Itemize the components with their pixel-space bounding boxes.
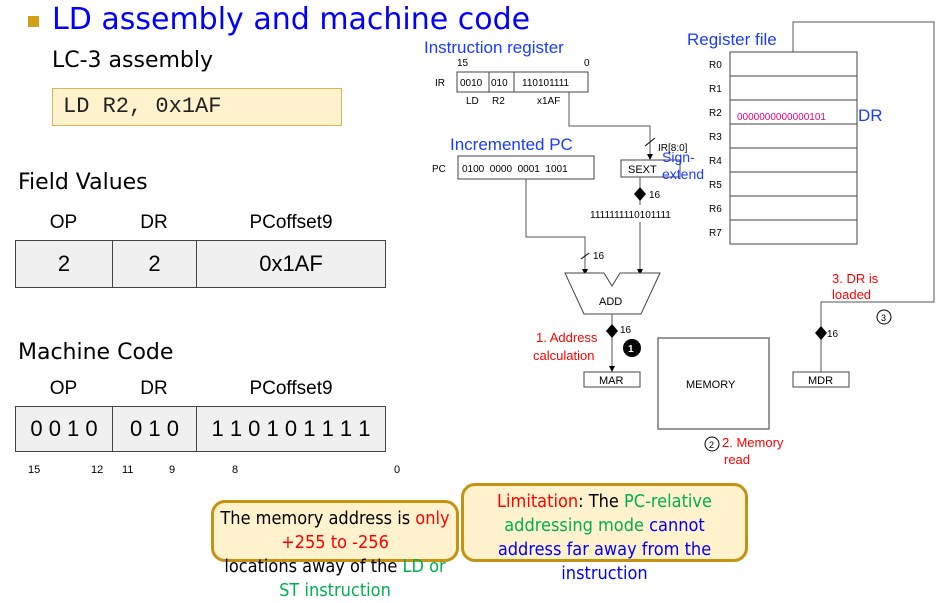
register-label-r0: R0 xyxy=(709,60,722,71)
mar-label: MAR xyxy=(599,375,624,387)
machine-code-heading: Machine Code xyxy=(18,340,174,365)
register-label-r1: R1 xyxy=(709,84,722,95)
note-limitation: Limitation: The PC-relative addressing m… xyxy=(461,483,748,584)
ir-name-r2: R2 xyxy=(492,96,505,107)
bus-width-marker xyxy=(634,187,646,201)
register-row-r5 xyxy=(729,171,858,197)
register-row-r2 xyxy=(729,99,858,125)
ir-name-x1af: x1AF xyxy=(537,96,560,107)
ir-label: IR xyxy=(435,78,445,89)
field-value-op: 2 xyxy=(15,240,113,288)
ir-title: Instruction register xyxy=(424,38,564,57)
ir-bit-15: 15 xyxy=(457,58,469,69)
field-header-dr: DR xyxy=(140,212,168,233)
adder-shape xyxy=(564,272,661,315)
svg-text:3: 3 xyxy=(881,313,886,323)
bit-label-0: 0 xyxy=(394,464,401,476)
dr-label: DR xyxy=(858,106,883,125)
machine-header-pcoffset9: PCoffset9 xyxy=(249,378,333,399)
register-row-r3 xyxy=(729,123,858,149)
ir-to-sext-wire xyxy=(568,92,651,158)
ir-register xyxy=(456,71,589,93)
field-value-dr: 2 xyxy=(112,240,197,288)
register-row-r1 xyxy=(729,75,858,101)
register-row-r7 xyxy=(729,219,858,245)
field-header-op: OP xyxy=(49,212,78,233)
pc-value: 0100 0000 0001 1001 xyxy=(462,164,568,175)
ir-bit-0: 0 xyxy=(584,58,590,69)
pc-title: Incremented PC xyxy=(450,135,573,154)
adder-input-width: 16 xyxy=(593,251,605,262)
mdr-label: MDR xyxy=(808,375,833,387)
mar-register xyxy=(583,371,641,388)
ir-field-opcode: 0010 xyxy=(460,78,483,89)
machine-header-dr: DR xyxy=(140,378,168,399)
register-file-title: Register file xyxy=(687,30,777,49)
sext-width-label: 16 xyxy=(649,190,661,201)
adder-label: ADD xyxy=(599,296,622,308)
machine-value-dr: 0 1 0 xyxy=(112,406,197,452)
mdr-to-register-wire xyxy=(792,21,935,372)
bit-label-12: 12 xyxy=(91,464,104,476)
sign-extend-label-2: extend xyxy=(662,166,704,182)
ir-name-ld: LD xyxy=(466,96,479,107)
title-bullet xyxy=(28,16,39,27)
datapath-diagram: Instruction register 15 0 IR 0010 010 11… xyxy=(424,21,935,467)
register-label-r4: R4 xyxy=(709,156,722,167)
step-1-marker xyxy=(623,339,641,357)
step-3-marker xyxy=(876,309,892,325)
register-label-r6: R6 xyxy=(709,204,722,215)
machine-value-op: 0 0 1 0 xyxy=(15,406,113,452)
step-2-marker xyxy=(704,436,720,452)
svg-text:1: 1 xyxy=(628,344,634,355)
pc-label: PC xyxy=(432,164,446,175)
register-label-r5: R5 xyxy=(709,180,722,191)
note-address-range: The memory address is only +255 to -256 … xyxy=(211,500,459,601)
sext-label: SEXT xyxy=(628,164,657,176)
step-1-label-1: 1. Address xyxy=(536,330,598,345)
sext-box xyxy=(620,159,681,178)
ir-field-offset: 110101111 xyxy=(522,78,570,89)
memory-block xyxy=(657,337,770,430)
slide-title: LD assembly and machine code xyxy=(52,2,531,37)
memory-label: MEMORY xyxy=(686,379,736,391)
sext-input-label: IR[8:0] xyxy=(658,143,688,154)
step-2-label-1: 2. Memory xyxy=(722,435,784,450)
register-row-r4 xyxy=(729,147,858,173)
ir-field-dr: 010 xyxy=(491,78,508,89)
register-label-r7: R7 xyxy=(709,228,722,239)
sext-output-value: 1111111110101111 xyxy=(590,210,671,221)
field-values-heading: Field Values xyxy=(18,170,148,195)
field-value-pcoffset9: 0x1AF xyxy=(196,240,386,288)
register-row-r0 xyxy=(729,51,858,77)
register-row-r6 xyxy=(729,195,858,221)
assembly-subtitle: LC-3 assembly xyxy=(52,48,214,73)
step-3-label-1: 3. DR is xyxy=(832,271,879,286)
step-3-label-2: loaded xyxy=(832,287,871,302)
step-1-label-2: calculation xyxy=(533,348,594,363)
mdr-width: 16 xyxy=(827,329,839,340)
svg-text:2: 2 xyxy=(709,440,714,450)
register-label-r2: R2 xyxy=(709,108,722,119)
machine-header-op: OP xyxy=(49,378,78,399)
machine-value-pcoffset9: 1 1 0 1 0 1 1 1 1 xyxy=(196,406,386,452)
bit-label-11: 11 xyxy=(122,464,134,476)
field-header-pcoffset9: PCoffset9 xyxy=(249,212,333,233)
sign-extend-label-1: Sign- xyxy=(662,149,695,165)
register-label-r3: R3 xyxy=(709,132,722,143)
adder-output-width: 16 xyxy=(620,325,632,336)
bit-label-9: 9 xyxy=(169,464,176,476)
bit-label-8: 8 xyxy=(232,464,239,476)
pc-to-adder-wire xyxy=(525,179,586,273)
bit-label-15: 15 xyxy=(28,464,41,476)
step-2-label-2: read xyxy=(724,452,750,467)
assembly-code-box: LD R2, 0x1AF xyxy=(52,88,342,126)
r2-value: 0000000000000101 xyxy=(737,112,826,123)
